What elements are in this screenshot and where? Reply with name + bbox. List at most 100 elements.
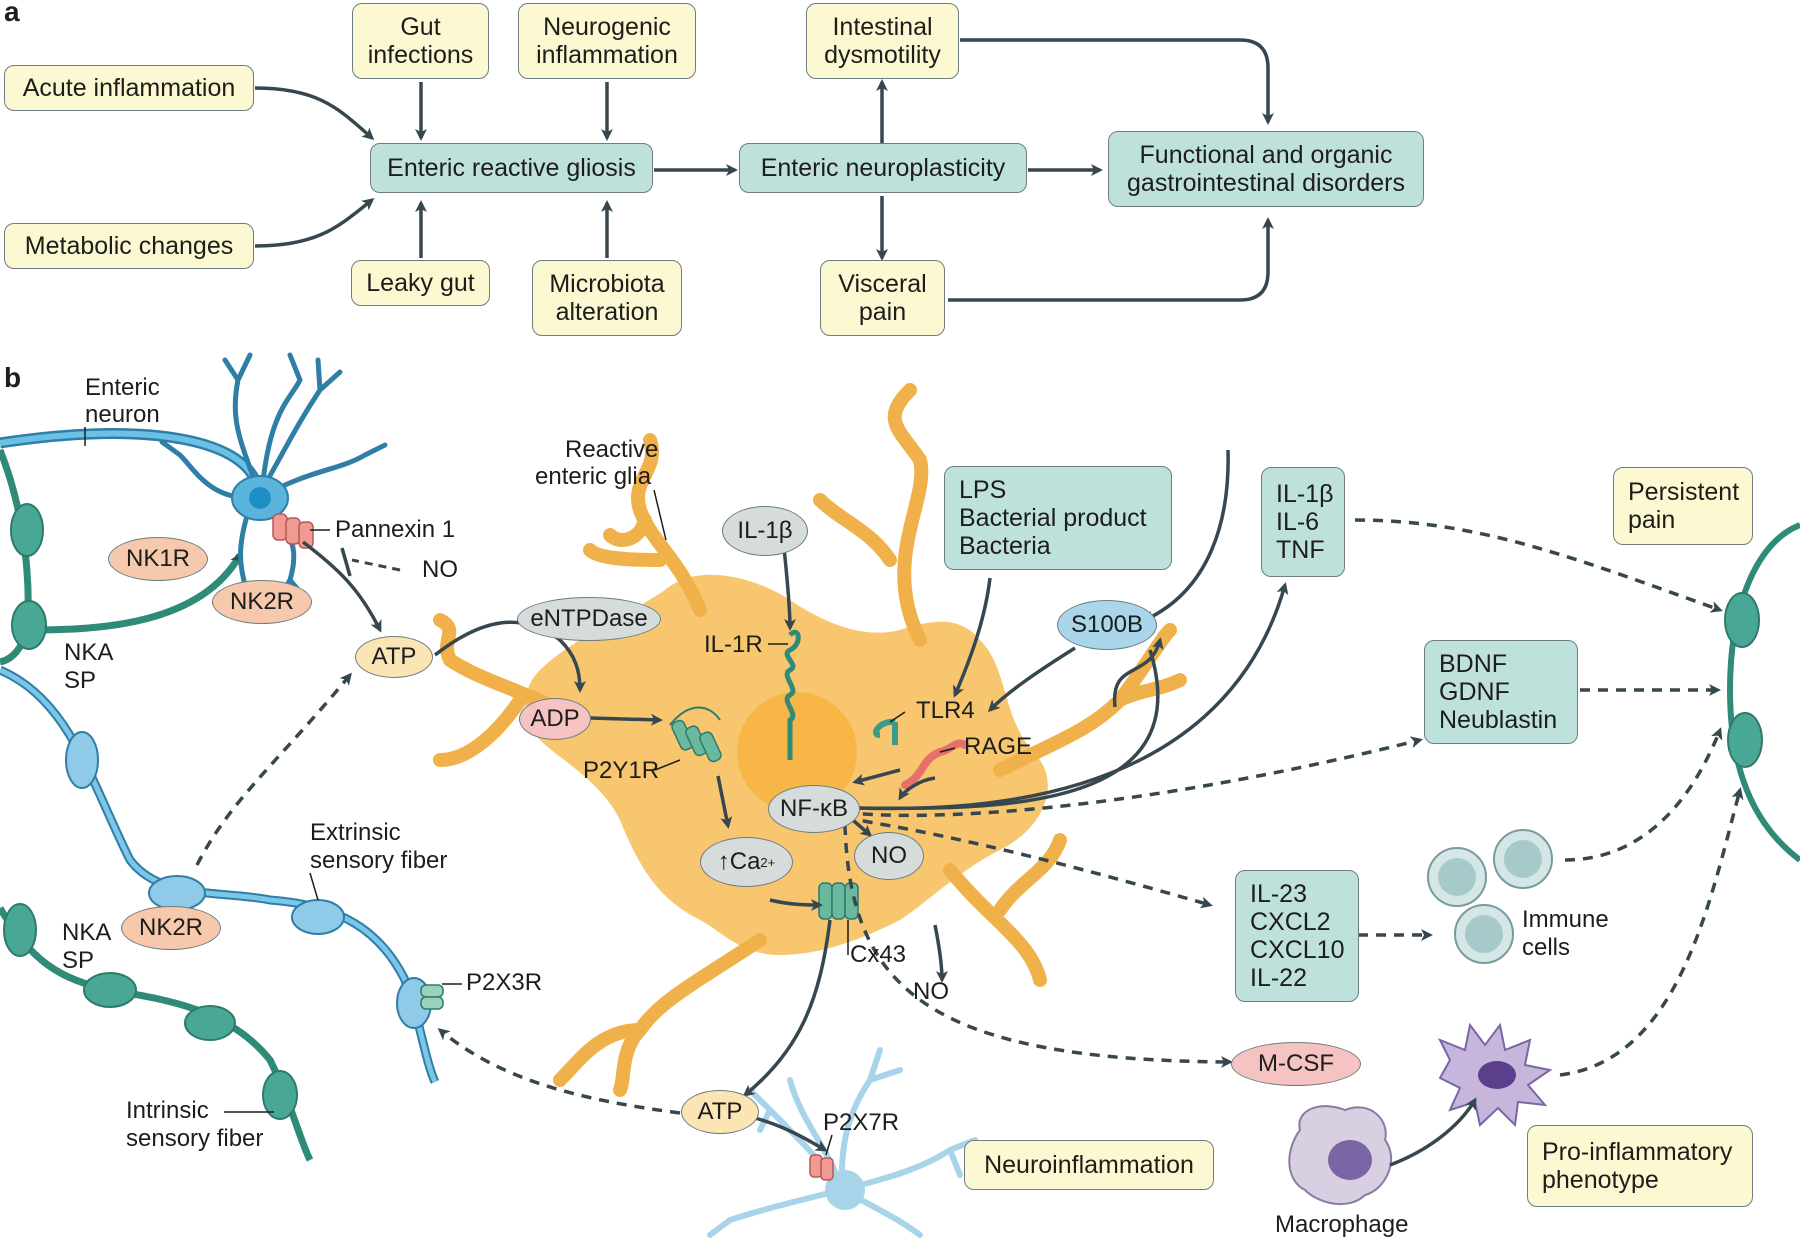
proinflammatory-box: Pro-inflammatory phenotype <box>1527 1125 1753 1207</box>
neurotrophin-line: Neublastin <box>1439 706 1558 734</box>
p2x7r-channel-icon <box>809 1154 834 1181</box>
acute-inflammation-box: Acute inflammation <box>4 65 254 111</box>
lps-box: LPS Bacterial product Bacteria <box>944 466 1172 570</box>
gut-infections-line: infections <box>367 41 474 69</box>
lps-line: LPS <box>959 476 1007 504</box>
no-label: NO <box>422 556 458 583</box>
no-pill: NO <box>854 832 924 880</box>
arrow-dysmotility-to-disorders <box>960 38 1274 125</box>
gi-disorders-line: Functional and organic <box>1139 141 1393 169</box>
metabolic-changes-label: Metabolic changes <box>24 232 234 260</box>
il1b-pill: IL-1β <box>722 506 808 556</box>
neurogenic-inflammation-box: Neurogenic inflammation <box>518 3 696 79</box>
fiber-varicosity <box>11 600 47 650</box>
fiber-varicosity <box>1727 712 1763 768</box>
arrow-pain-to-disorders <box>948 217 1274 302</box>
fiber-varicosity <box>65 731 99 789</box>
neuroinflammation-glia-soma <box>825 1170 865 1210</box>
neurotrophin-line: BDNF <box>1439 650 1508 678</box>
proinflammatory-line: phenotype <box>1542 1166 1659 1194</box>
p2x7r-label: P2X7R <box>823 1109 899 1136</box>
fiber-varicosity <box>1724 592 1760 648</box>
microbiota-line: alteration <box>555 298 659 326</box>
intestinal-dysmotility-box: Intestinal dysmotility <box>806 3 959 79</box>
sp-label: SP <box>64 667 96 694</box>
rage-label: RAGE <box>964 733 1032 760</box>
tlr4-label: TLR4 <box>916 697 975 724</box>
adp-pill: ADP <box>519 698 591 740</box>
fiber-varicosity <box>184 1005 236 1041</box>
leader-lines <box>84 427 956 1156</box>
neuroplasticity-label: Enteric neuroplasticity <box>760 154 1006 182</box>
macrophage-label: Macrophage <box>1275 1211 1408 1238</box>
immune-cells-label: Immune <box>1522 906 1609 933</box>
metabolic-changes-box: Metabolic changes <box>4 223 254 269</box>
gut-infections-box: Gut infections <box>352 3 489 79</box>
extrinsic-fiber-label: sensory fiber <box>310 847 447 874</box>
panel-b-dashed-arrows <box>195 518 1744 1115</box>
nk1r-pill: NK1R <box>108 537 208 581</box>
chemokine-line: IL-22 <box>1250 964 1307 992</box>
leaky-gut-label: Leaky gut <box>366 269 475 297</box>
microbiota-alteration-box: Microbiota alteration <box>532 260 682 336</box>
neurogenic-line: inflammation <box>536 41 678 69</box>
fiber-varicosity <box>148 875 206 911</box>
lps-line: Bacterial product <box>959 504 1147 532</box>
neurotrophin-box: BDNF GDNF Neublastin <box>1424 640 1578 744</box>
visceral-pain-box: Visceral pain <box>820 260 945 336</box>
enteric-reactive-gliosis-box: Enteric reactive gliosis <box>370 143 653 193</box>
reactive-glia-label: enteric glia <box>535 463 652 490</box>
neurotrophin-line: GDNF <box>1439 678 1510 706</box>
glia-nucleus <box>737 692 857 812</box>
cytokine-line: IL-1β <box>1276 480 1334 508</box>
dysmotility-line: dysmotility <box>824 41 941 69</box>
gut-infections-line: Gut <box>400 13 441 41</box>
gi-disorders-line: gastrointestinal disorders <box>1127 169 1405 197</box>
s100b-pill: S100B <box>1057 600 1157 650</box>
p2y1r-label: P2Y1R <box>583 757 659 784</box>
fiber-varicosity <box>3 903 37 957</box>
immune-cells-icon <box>1427 829 1553 964</box>
neurogenic-line: Neurogenic <box>543 13 671 41</box>
right-sensory-fiber <box>1726 522 1800 863</box>
mcsf-pill: M-CSF <box>1231 1042 1361 1086</box>
nfkb-to-s100b-arrow <box>854 649 1160 811</box>
persistent-pain-box: Persistent pain <box>1613 467 1753 545</box>
enteric-neuron-label: neuron <box>85 401 160 428</box>
neuroinflammation-box: Neuroinflammation <box>964 1140 1214 1190</box>
arrow-acute-to-gliosis <box>254 86 375 140</box>
intrinsic-fiber-label: Intrinsic <box>126 1097 209 1124</box>
cytokine-line: TNF <box>1276 536 1325 564</box>
chemokine-line: IL-23 <box>1250 880 1307 908</box>
extrinsic-fiber-label: Extrinsic <box>310 819 401 846</box>
enteric-neuron-nucleus <box>249 487 271 509</box>
gliosis-label: Enteric reactive gliosis <box>387 154 636 182</box>
il1r-label: IL-1R <box>704 631 763 658</box>
macrophage-icon <box>1288 1105 1392 1206</box>
fiber-varicosity <box>262 1070 298 1120</box>
entpdase-pill: eNTPDase <box>517 597 661 641</box>
pannexin-channel-icon <box>272 513 314 549</box>
nk2r-fiber-pill: NK2R <box>121 906 221 950</box>
fiber-varicosity <box>83 972 137 1008</box>
enteric-neuron-axon <box>0 428 264 492</box>
tlr4-receptor-icon <box>873 718 898 745</box>
proinflammatory-line: Pro-inflammatory <box>1542 1138 1733 1166</box>
leaky-gut-box: Leaky gut <box>351 260 490 306</box>
nka-label: NKA <box>62 919 111 946</box>
panel-a-letter: a <box>4 0 20 27</box>
chemokine-line: CXCL2 <box>1250 908 1331 936</box>
panel-b-letter: b <box>4 362 22 393</box>
atp-release-pill: ATP <box>681 1090 759 1134</box>
panel-a-arrows <box>254 38 1274 302</box>
chemokine-box: IL-23 CXCL2 CXCL10 IL-22 <box>1235 870 1359 1002</box>
calcium-label: ↑Ca <box>717 848 761 875</box>
enteric-neuron-label: Enteric <box>85 374 160 401</box>
panel-b-labels: Enteric neuron Pannexin 1 NO NKA SP NKA … <box>62 374 1609 1238</box>
nk2r-pill: NK2R <box>212 580 312 624</box>
cytokine-line: IL-6 <box>1276 508 1320 536</box>
pannexin-label: Pannexin 1 <box>335 516 455 543</box>
visceral-pain-line: Visceral <box>838 270 927 298</box>
calcium-charge: 2+ <box>760 854 776 870</box>
